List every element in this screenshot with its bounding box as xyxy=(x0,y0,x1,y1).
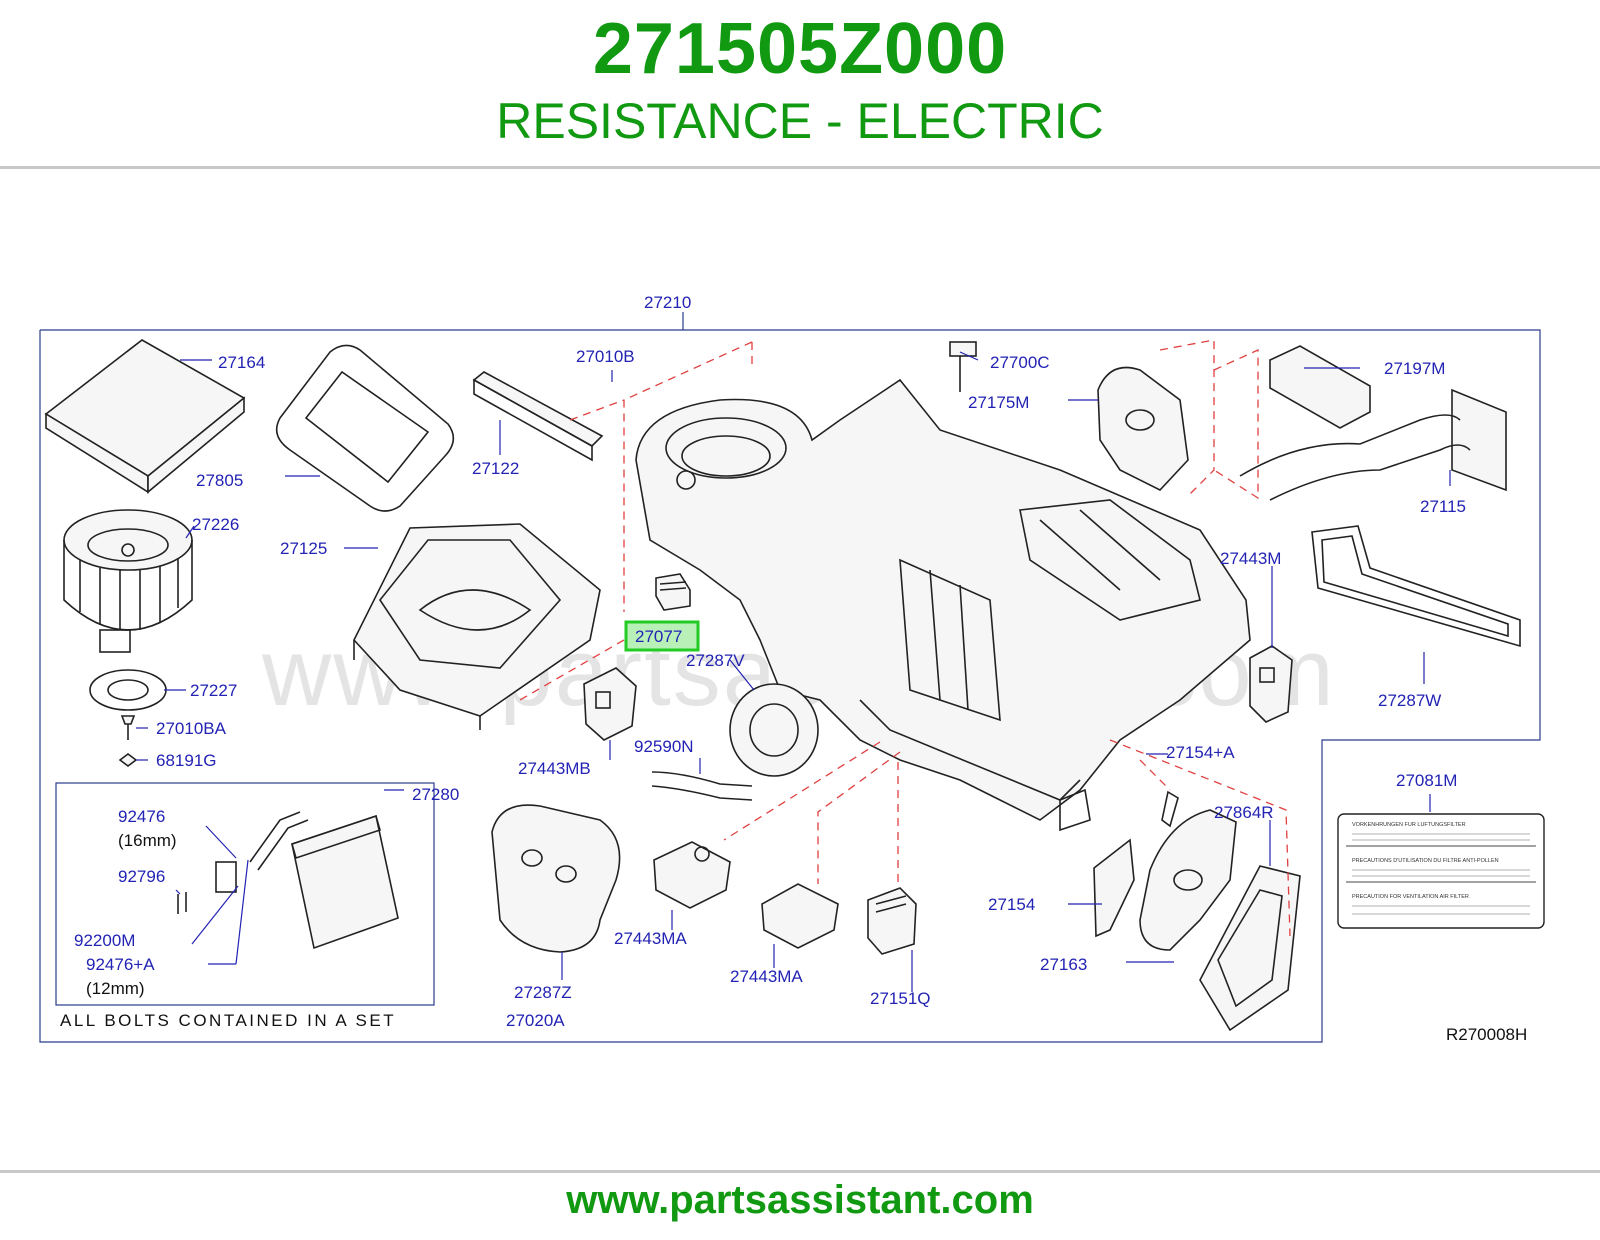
dashed-line-right xyxy=(1109,739,1291,937)
caution-line-3: PRECAUTION FOR VENTILATION AIR FILTER xyxy=(1352,894,1469,900)
label-68191G[interactable]: 68191G xyxy=(156,751,217,770)
fan-control-part[interactable] xyxy=(867,887,917,955)
dashed-line-27443ma-2 xyxy=(817,751,901,884)
blower-ring-part[interactable] xyxy=(89,669,167,711)
label-27287W[interactable]: 27287W xyxy=(1378,691,1441,710)
blower-motor-part[interactable] xyxy=(63,509,193,653)
label-27227[interactable]: 27227 xyxy=(190,681,237,700)
label-27163[interactable]: 27163 xyxy=(1040,955,1087,974)
page-header: 271505Z000 RESISTANCE - ELECTRIC xyxy=(0,0,1600,168)
label-27443MA-2[interactable]: 27443MA xyxy=(730,967,803,986)
bolts-note: ALL BOLTS CONTAINED IN A SET xyxy=(60,1011,396,1030)
actuator-27443ma-1-part[interactable] xyxy=(653,841,731,909)
label-27210[interactable]: 27210 xyxy=(644,293,691,312)
duct-27163-part[interactable] xyxy=(1199,865,1301,1032)
seal-27287v-part[interactable] xyxy=(729,683,819,777)
label-27700C[interactable]: 27700C xyxy=(990,353,1050,372)
label-27175M[interactable]: 27175M xyxy=(968,393,1029,412)
label-27151Q[interactable]: 27151Q xyxy=(870,989,931,1008)
clip-part[interactable] xyxy=(118,753,138,767)
label-27125[interactable]: 27125 xyxy=(280,539,327,558)
duct-part[interactable] xyxy=(1097,366,1189,491)
label-27077[interactable]: 27077 xyxy=(635,627,682,646)
heater-unit-part[interactable] xyxy=(635,378,1251,832)
label-27287V[interactable]: 27287V xyxy=(686,651,745,670)
caution-label-part: VORKENHRUNGEN FUR LUFTUNGSFILTER PRECAUT… xyxy=(1337,813,1545,929)
label-27226[interactable]: 27226 xyxy=(192,515,239,534)
dashed-line-filter xyxy=(569,399,625,421)
label-27805[interactable]: 27805 xyxy=(196,471,243,490)
dashed-line-27443mb xyxy=(519,639,625,701)
figure-code: R270008H xyxy=(1446,1025,1527,1044)
intake-housing-part[interactable] xyxy=(353,523,601,730)
label-27020A[interactable]: 27020A xyxy=(506,1011,565,1030)
filter-door-part[interactable] xyxy=(472,371,604,462)
dashed-line-27443ma-1 xyxy=(723,741,881,841)
label-27010B[interactable]: 27010B xyxy=(576,347,635,366)
duct-27864r-part[interactable] xyxy=(1139,809,1237,951)
link-27154-part[interactable] xyxy=(1093,838,1135,938)
resistor-27077-part[interactable] xyxy=(655,573,691,611)
label-27115[interactable]: 27115 xyxy=(1420,497,1466,516)
diagram-frame xyxy=(39,329,1541,1043)
label-92476A[interactable]: 92476+A xyxy=(86,955,155,974)
label-92590N[interactable]: 92590N xyxy=(634,737,694,756)
dashed-line-27154a xyxy=(1139,759,1171,791)
label-12mm: (12mm) xyxy=(86,979,145,998)
filter-seal-part[interactable] xyxy=(275,344,455,512)
highlight-box[interactable] xyxy=(624,620,700,652)
caution-line-2: PRECAUTIONS D'UTILISATION DU FILTRE ANTI… xyxy=(1352,858,1499,864)
evaporator-part[interactable] xyxy=(177,811,399,950)
screw-part[interactable] xyxy=(120,715,136,740)
hose-part[interactable] xyxy=(651,771,753,801)
footer-divider xyxy=(0,1170,1600,1173)
dashed-line-duct xyxy=(1159,339,1215,495)
duct-27287z-part[interactable] xyxy=(491,804,621,953)
actuator-27443mb-part[interactable] xyxy=(583,667,637,741)
leader-lines xyxy=(136,351,1451,992)
label-27081M[interactable]: 27081M xyxy=(1396,771,1457,790)
label-27164[interactable]: 27164 xyxy=(218,353,265,372)
actuator-27443ma-2-part[interactable] xyxy=(761,883,839,949)
label-27443MA-1[interactable]: 27443MA xyxy=(614,929,687,948)
label-27864R[interactable]: 27864R xyxy=(1214,803,1274,822)
part-name-subtitle: RESISTANCE - ELECTRIC xyxy=(496,93,1104,149)
label-27154[interactable]: 27154 xyxy=(988,895,1035,914)
actuator-27443m-part[interactable] xyxy=(1249,645,1293,723)
label-92200M[interactable]: 92200M xyxy=(74,931,135,950)
part-number-title: 271505Z000 xyxy=(592,9,1008,89)
label-27154A[interactable]: 27154+A xyxy=(1166,743,1235,762)
label-27010BA[interactable]: 27010BA xyxy=(156,719,227,738)
bracket-part[interactable] xyxy=(1269,345,1371,429)
label-16mm: (16mm) xyxy=(118,831,177,850)
label-27197M[interactable]: 27197M xyxy=(1384,359,1445,378)
label-92476[interactable]: 92476 xyxy=(118,807,165,826)
cabin-filter-part[interactable] xyxy=(44,339,246,494)
label-92796[interactable]: 92796 xyxy=(118,867,165,886)
evaporator-subframe xyxy=(55,782,435,1006)
label-27122[interactable]: 27122 xyxy=(472,459,519,478)
header-divider xyxy=(0,166,1600,169)
label-27443M[interactable]: 27443M xyxy=(1220,549,1281,568)
gasket-part[interactable] xyxy=(1311,525,1521,648)
label-27287Z[interactable]: 27287Z xyxy=(514,983,572,1002)
footer-url-link[interactable]: www.partsassistant.com xyxy=(566,1178,1034,1222)
dashed-line-core xyxy=(1213,348,1259,500)
clip-27154a-part[interactable] xyxy=(1161,790,1179,828)
sensor-part[interactable] xyxy=(949,341,977,392)
label-27443MB[interactable]: 27443MB xyxy=(518,759,591,778)
heater-core-part[interactable] xyxy=(1239,388,1507,501)
caution-line-1: VORKENHRUNGEN FUR LUFTUNGSFILTER xyxy=(1352,822,1466,828)
label-27280[interactable]: 27280 xyxy=(412,785,459,804)
